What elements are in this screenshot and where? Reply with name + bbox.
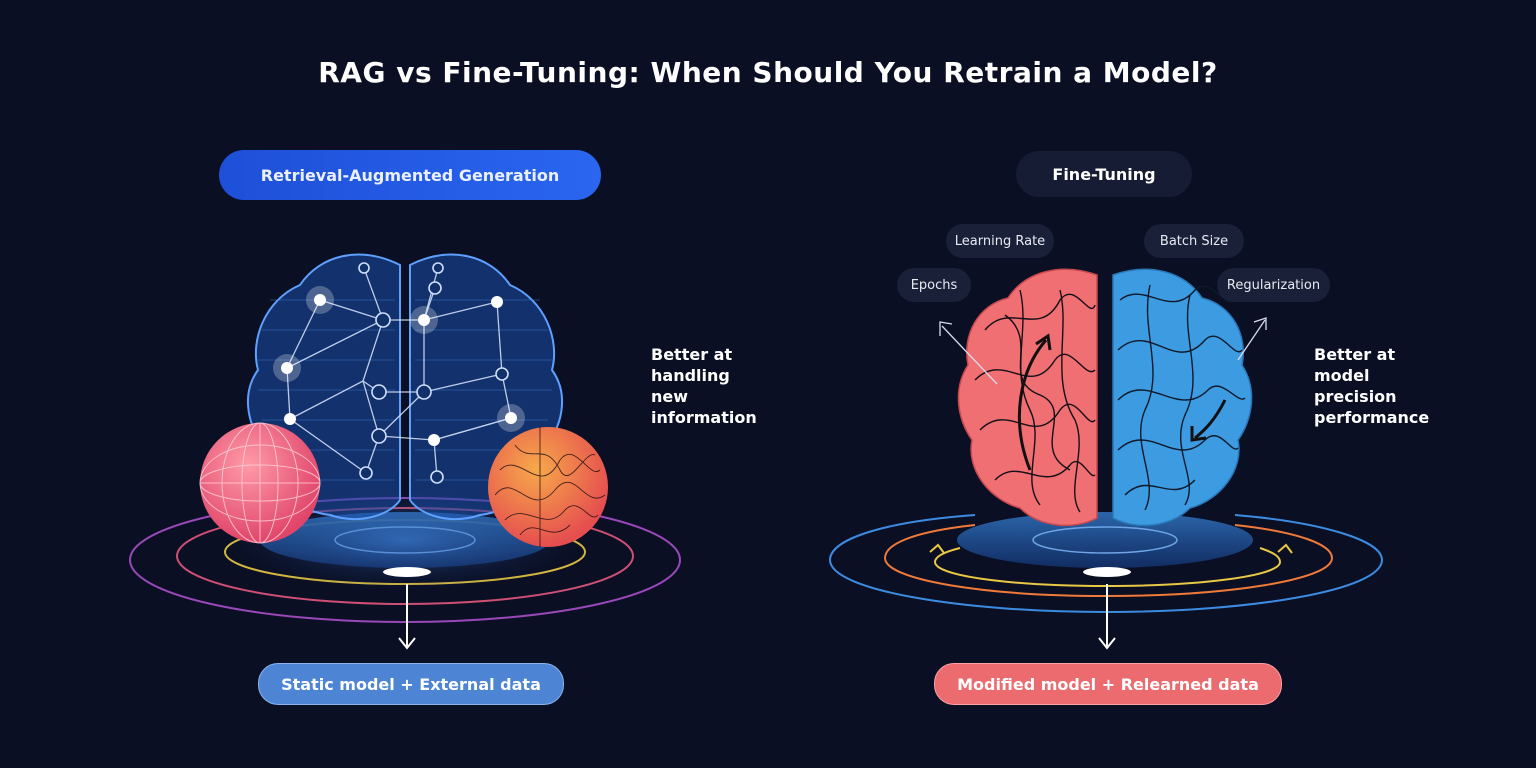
chip-learning-rate: Learning Rate (946, 224, 1054, 258)
rag-brain-illustration (129, 253, 681, 650)
pink-geodesic-sphere (199, 422, 321, 544)
page-title: RAG vs Fine-Tuning: When Should You Retr… (318, 56, 1218, 89)
chip-batch-size: Batch Size (1144, 224, 1244, 258)
rag-callout: Better at handling new information (651, 345, 757, 427)
fine-tuning-result-pill: Modified model + Relearned data (934, 663, 1282, 705)
rag-heading-pill: Retrieval-Augmented Generation (219, 150, 601, 200)
chip-regularization: Regularization (1217, 268, 1330, 302)
fine-tuning-heading-pill: Fine-Tuning (1016, 151, 1192, 197)
fine-tuning-callout: Better at model precision performance (1314, 345, 1430, 427)
orange-scribble-sphere (488, 427, 608, 547)
rag-result-pill: Static model + External data (258, 663, 564, 705)
chip-epochs: Epochs (897, 268, 971, 302)
fine-tuning-brain-illustration (828, 268, 1384, 650)
